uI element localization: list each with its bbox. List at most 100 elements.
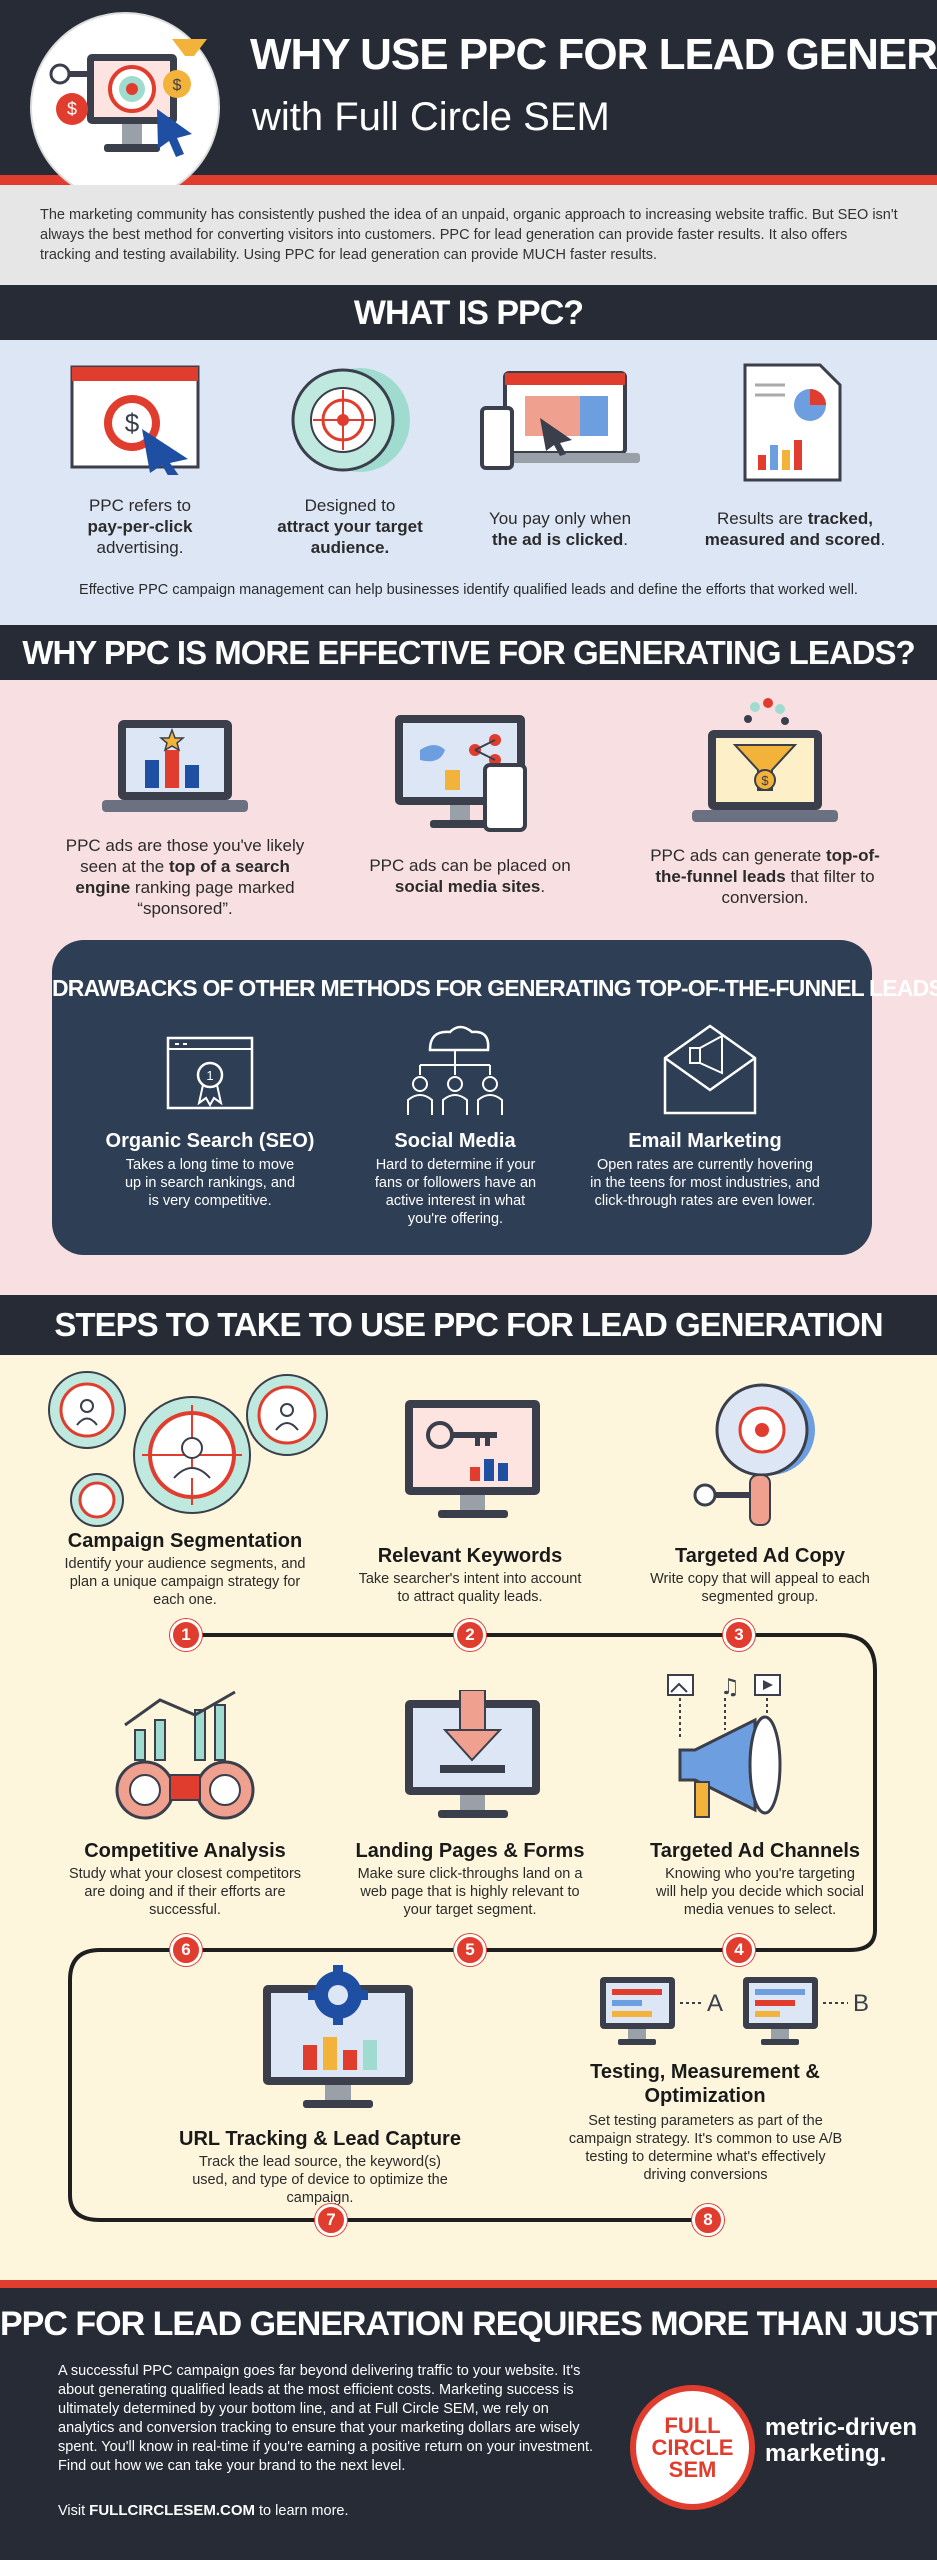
effective-3-post: that filter to conversion. (721, 867, 875, 907)
what-is-item-2: Designed to attract your target audience… (255, 495, 445, 558)
effective-1-pre: PPC ads are those you've likely seen at … (65, 836, 305, 876)
megaphone-media-icon: ♫ (667, 1674, 782, 1818)
social-network-icon (407, 1025, 503, 1115)
what-is-4-pre: Results are (717, 509, 804, 528)
drawback-2-desc: Hard to determine if your fans or follow… (374, 1157, 537, 1227)
header-red-bar (0, 175, 937, 185)
certificate-icon: 1 (166, 1036, 254, 1110)
svg-text:♫: ♫ (720, 1675, 740, 1700)
landing-page-monitor-icon (405, 1690, 540, 1818)
steps-heading: STEPS TO TAKE TO USE PPC FOR LEAD GENERA… (54, 1306, 883, 1343)
tagline-line-2: marketing. (765, 2440, 887, 2467)
segmentation-targets-icon (48, 1371, 328, 1527)
devices-ad-icon (480, 371, 640, 470)
steps-heading-bar (0, 1295, 937, 1355)
footer-body: A successful PPC campaign goes far beyon… (58, 2363, 594, 2474)
what-is-note: Effective PPC campaign management can he… (79, 582, 858, 598)
ab-label-b: B (853, 1990, 870, 2017)
step-1-number: 1 (170, 1619, 202, 1651)
step-6-title: Competitive Analysis (84, 1840, 286, 1862)
step-5-number: 5 (454, 1934, 486, 1966)
svg-text:$: $ (761, 773, 769, 788)
gear-monitor-icon (263, 1965, 413, 2108)
drawback-3-desc: Open rates are currently hovering in the… (590, 1157, 820, 1209)
monitor-target-icon: $ $ (49, 39, 207, 157)
step-2-title: Relevant Keywords (377, 1545, 563, 1567)
target-coin-icon (291, 368, 410, 472)
effective-item-3: PPC ads can generate top-of-the-funnel l… (640, 845, 890, 908)
footer-heading: PPC FOR LEAD GENERATION REQUIRES MORE TH… (0, 2305, 937, 2343)
step-2-number: 2 (454, 1619, 486, 1651)
drawback-3-title: Email Marketing (628, 1130, 782, 1152)
effective-heading: WHY PPC IS MORE EFFECTIVE FOR GENERATING… (22, 634, 915, 671)
header-logo-circle: $ $ (30, 12, 220, 202)
step-3-number: 3 (723, 1619, 755, 1651)
intro-text: The marketing community has consistently… (40, 207, 898, 263)
step-8-title: Testing, Measurement & Optimization (590, 2061, 820, 2107)
logo-line-1: FULL (664, 2412, 721, 2438)
laptop-chart-icon (102, 720, 248, 812)
intro-section (0, 185, 937, 285)
effective-3-bold: top-of-the-funnel leads (655, 846, 880, 886)
step-4-number: 4 (723, 1934, 755, 1966)
effective-1-post: ranking page marked “sponsored”. (134, 878, 295, 918)
what-is-item-1: PPC refers to pay-per-click advertising. (45, 495, 235, 558)
what-is-heading: WHAT IS PPC? (353, 294, 584, 332)
what-is-1-bold: pay-per-click (87, 517, 193, 536)
drawback-1-title: Organic Search (SEO) (105, 1130, 315, 1152)
what-is-4-bold: tracked, measured and scored (704, 509, 881, 549)
what-is-3-post: . (623, 530, 629, 549)
effective-item-1: PPC ads are those you've likely seen at … (55, 835, 315, 919)
effective-3-pre: PPC ads can generate (650, 846, 822, 865)
footer-visit: Visit FULLCIRCLESEM.COM to learn more. (58, 2502, 349, 2519)
svg-text:$: $ (67, 99, 77, 119)
footer-tagline: metric-driven marketing. (765, 2415, 930, 2467)
step-7-desc: Track the lead source, the keyword(s) us… (192, 2154, 448, 2206)
svg-text:1: 1 (206, 1068, 213, 1083)
what-is-2-pre: Designed to (304, 496, 396, 515)
laptop-funnel-icon: $ (692, 698, 838, 822)
effective-2-post: . (540, 877, 546, 896)
step-4-desc: Knowing who you're targeting will help y… (656, 1866, 864, 1918)
footer-section (0, 2288, 937, 2560)
step-7-title: URL Tracking & Lead Capture (179, 2128, 461, 2150)
effective-1-bold: top of a search engine (75, 857, 290, 897)
step-5-title: Landing Pages & Forms (355, 1840, 585, 1862)
what-is-heading-bar (0, 285, 937, 340)
step-8-number: 8 (692, 2204, 724, 2236)
step-8-desc: Set testing parameters as part of the ca… (568, 2113, 843, 2183)
svg-text:$: $ (125, 408, 140, 438)
keyword-monitor-icon (405, 1400, 540, 1518)
tagline-line-1: metric-driven (765, 2414, 918, 2441)
what-is-3-pre: You pay only when (488, 509, 632, 528)
visit-prefix: Visit (58, 2503, 86, 2519)
drawbacks-heading: DRAWBACKS OF OTHER METHODS FOR GENERATIN… (52, 975, 937, 1001)
what-is-1-post: advertising. (96, 538, 184, 557)
step-3-title: Targeted Ad Copy (674, 1545, 845, 1567)
email-envelope-icon (663, 1024, 757, 1115)
effective-2-bold: social media sites (394, 877, 541, 896)
effective-item-2: PPC ads can be placed on social media si… (360, 855, 580, 897)
step-4-title: Targeted Ad Channels (649, 1840, 861, 1862)
what-is-item-3: You pay only when the ad is clicked. (465, 508, 655, 550)
step-3-desc: Write copy that will appeal to each segm… (650, 1571, 870, 1605)
magnifier-target-icon (693, 1383, 815, 1526)
ab-label-a: A (707, 1990, 724, 2017)
step-1-desc: Identify your audience segments, and pla… (64, 1556, 306, 1608)
binoculars-chart-icon (115, 1690, 255, 1820)
footer-red-bar (0, 2280, 937, 2288)
drawback-1-desc: Takes a long time to move up in search r… (124, 1157, 296, 1209)
drawback-2-title: Social Media (394, 1130, 516, 1152)
step-7-number: 7 (315, 2204, 347, 2236)
what-is-4-post: . (880, 530, 886, 549)
header-subtitle: with Full Circle SEM (252, 95, 610, 139)
website-link[interactable]: FULLCIRCLESEM.COM (89, 2502, 255, 2519)
step-6-desc: Study what your closest competitors are … (68, 1866, 302, 1918)
report-chart-icon (743, 363, 842, 482)
what-is-1-pre: PPC refers to (88, 496, 192, 515)
header-title: WHY USE PPC FOR LEAD GENERATION (250, 30, 937, 79)
visit-suffix: to learn more. (259, 2503, 349, 2519)
svg-text:$: $ (173, 77, 182, 94)
what-is-item-4: Results are tracked, measured and scored… (680, 508, 910, 550)
